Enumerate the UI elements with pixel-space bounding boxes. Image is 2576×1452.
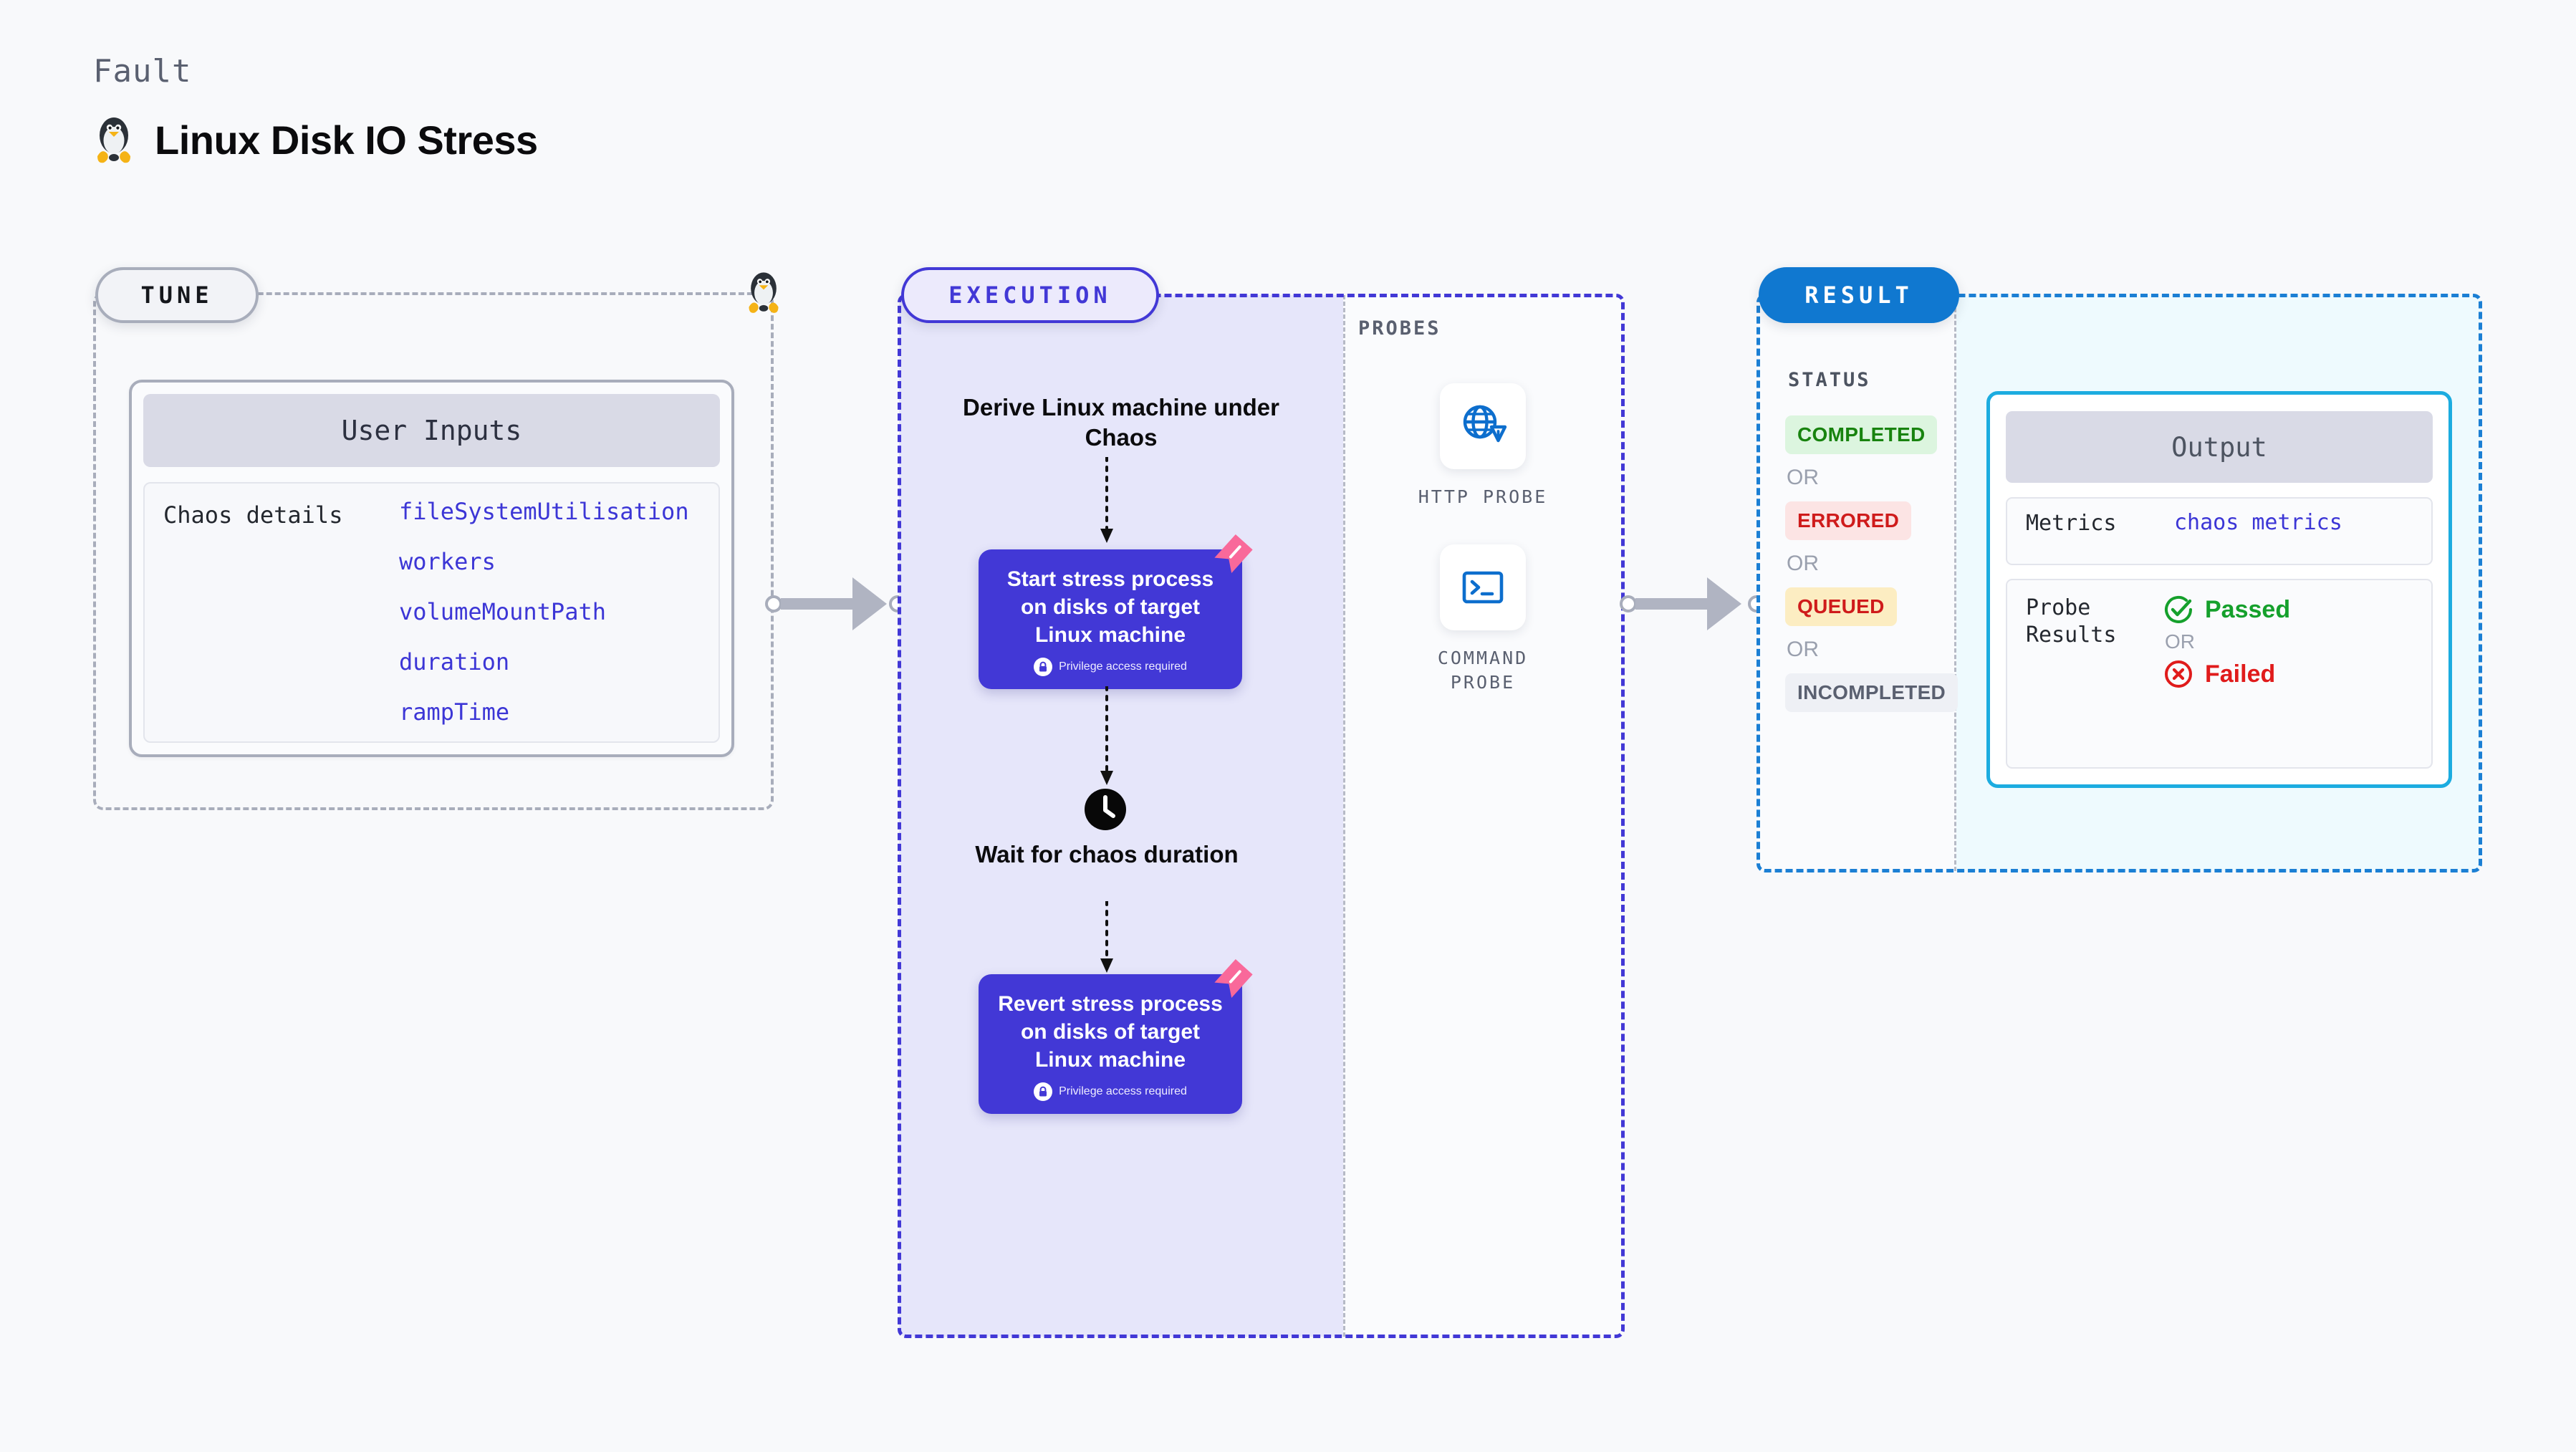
- globe-warning-icon: [1440, 383, 1526, 469]
- probe-result-passed-label: Passed: [2205, 595, 2291, 623]
- flow-arrow-1: [1100, 457, 1113, 543]
- chaos-details-label: Chaos details: [163, 501, 343, 529]
- page-title: Linux Disk IO Stress: [155, 117, 538, 163]
- result-status-column: [1758, 295, 1956, 871]
- tune-tux-penguin-icon: [745, 269, 782, 319]
- probe-result-or: OR: [2165, 630, 2195, 653]
- status-label: STATUS: [1788, 369, 1871, 391]
- probe-result-failed-label: Failed: [2205, 660, 2276, 688]
- terminal-icon: [1440, 544, 1526, 630]
- node-start-stress[interactable]: Start stress process on disks of target …: [979, 534, 1253, 689]
- connector-arrowhead: [852, 577, 887, 630]
- param-ramp-time[interactable]: rampTime: [399, 698, 510, 726]
- output-title: Output: [2006, 411, 2433, 483]
- output-metrics-value[interactable]: chaos metrics: [2174, 510, 2342, 535]
- param-volume-mount-path[interactable]: volumeMountPath: [399, 598, 606, 625]
- user-inputs-title: User Inputs: [143, 394, 720, 467]
- result-badge[interactable]: RESULT: [1759, 267, 1959, 323]
- status-list: COMPLETED OR ERRORED OR QUEUED OR INCOMP…: [1785, 415, 1959, 712]
- execution-section: [898, 294, 1625, 1338]
- connector-arrowhead: [1707, 577, 1741, 630]
- lock-icon: [1034, 658, 1053, 676]
- param-workers[interactable]: workers: [399, 548, 496, 575]
- ribbon-flag-icon: [1214, 534, 1253, 574]
- node-start-title: Start stress process on disks of target …: [1006, 567, 1214, 647]
- status-or-3: OR: [1787, 638, 1819, 661]
- node-revert-stress[interactable]: Revert stress process on disks of target…: [979, 958, 1253, 1114]
- execution-badge[interactable]: EXECUTION: [901, 267, 1159, 323]
- probe-http-label: HTTP PROBE: [1418, 486, 1548, 507]
- connector-start-dot: [1620, 595, 1637, 612]
- x-circle-icon: [2165, 660, 2192, 688]
- probe-http[interactable]: HTTP PROBE: [1400, 383, 1565, 509]
- user-inputs-body: [143, 482, 720, 743]
- wait-duration-text: Wait for chaos duration: [975, 841, 1239, 867]
- output-probe-values: Passed OR Failed: [2163, 595, 2290, 689]
- chaos-details-params: fileSystemUtilisation workers volumeMoun…: [399, 500, 689, 723]
- probe-result-failed: Failed: [2163, 659, 2290, 689]
- node-revert-privilege: Privilege access required: [991, 1082, 1229, 1101]
- page-title-row: Linux Disk IO Stress: [93, 113, 538, 166]
- status-badge-incompleted: INCOMPLETED: [1785, 673, 1959, 712]
- node-revert-privilege-text: Privilege access required: [1059, 1085, 1187, 1097]
- probe-command[interactable]: COMMAND PROBE: [1400, 544, 1565, 695]
- tune-section: [93, 292, 774, 810]
- output-metrics-key: Metrics: [2026, 511, 2117, 536]
- ribbon-flag-icon: [1214, 958, 1253, 999]
- node-start-privilege-text: Privilege access required: [1059, 660, 1187, 673]
- tux-penguin-icon: [93, 113, 135, 166]
- connector-line: [781, 598, 874, 610]
- param-file-system-utilisation[interactable]: fileSystemUtilisation: [399, 498, 689, 525]
- connector-start-dot: [765, 595, 782, 612]
- clock-icon: [1084, 788, 1127, 831]
- status-badge-errored: ERRORED: [1785, 501, 1912, 540]
- fault-eyebrow: Fault: [93, 53, 192, 90]
- connector-line: [1635, 598, 1729, 610]
- node-start-privilege: Privilege access required: [991, 658, 1229, 676]
- probes-label: PROBES: [1358, 317, 1441, 340]
- output-metrics-row: [2006, 497, 2433, 565]
- result-section: [1756, 294, 2482, 872]
- node-revert-title: Revert stress process on disks of target…: [998, 992, 1223, 1072]
- probe-command-label: COMMAND PROBE: [1437, 648, 1529, 693]
- lock-icon: [1034, 1082, 1053, 1101]
- tune-badge[interactable]: TUNE: [95, 267, 259, 323]
- probe-result-passed: Passed: [2163, 595, 2290, 625]
- check-circle-icon: [2165, 596, 2192, 623]
- flow-arrow-3: [1100, 901, 1113, 973]
- status-or-2: OR: [1787, 552, 1819, 575]
- output-probe-results-row: [2006, 579, 2433, 769]
- param-duration[interactable]: duration: [399, 648, 510, 675]
- status-badge-completed: COMPLETED: [1785, 415, 1938, 454]
- status-badge-queued: QUEUED: [1785, 587, 1897, 626]
- derive-machine-text: Derive Linux machine under Chaos: [963, 394, 1279, 451]
- status-or-1: OR: [1787, 466, 1819, 489]
- flow-arrow-2: [1100, 686, 1113, 785]
